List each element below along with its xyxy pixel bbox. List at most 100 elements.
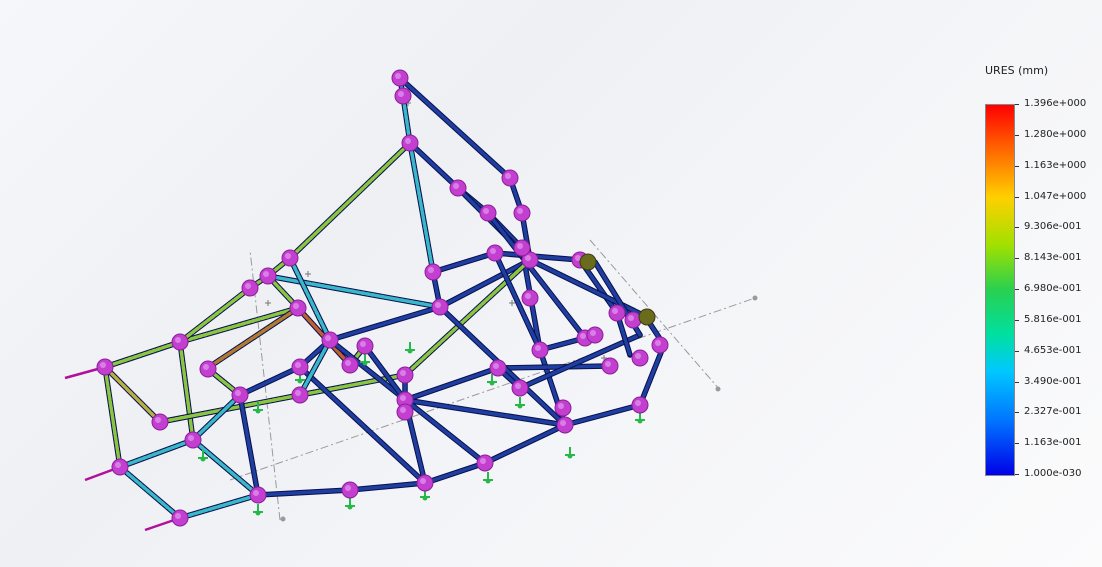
frame-joint-highlight: [420, 478, 426, 484]
frame-member: [518, 333, 642, 390]
frame-joint-highlight: [560, 420, 566, 426]
legend-tick-label: 8.143e-001: [1024, 252, 1082, 264]
frame-joint-highlight: [345, 360, 351, 366]
frame-joint-highlight: [575, 255, 581, 261]
legend-tick: [1015, 474, 1019, 475]
frame-joint-highlight: [295, 362, 301, 368]
frame-joint-highlight: [490, 248, 496, 254]
frame-member: [158, 393, 302, 424]
frame-member: [348, 481, 427, 492]
frame-member: [408, 141, 460, 190]
legend-tick-label: 1.163e+000: [1024, 159, 1087, 171]
axis-endpoint: [752, 295, 758, 301]
frame-joint-highlight: [517, 243, 523, 249]
frame-joint-highlight: [580, 333, 586, 339]
frame-member: [363, 344, 407, 402]
legend-tick: [1015, 196, 1019, 198]
frame-joint-highlight: [505, 173, 511, 179]
frame-member: [178, 340, 195, 442]
fixture-base: [347, 504, 353, 510]
frame-joint-highlight: [517, 208, 523, 214]
frame-joint-highlight: [655, 340, 661, 346]
frame-member: [191, 393, 242, 442]
axis-endpoint: [280, 516, 286, 522]
legend-tick-label: 1.000e-030: [1024, 468, 1082, 479]
frame-joint-highlight: [635, 353, 641, 359]
frame-joint-highlight: [263, 271, 269, 277]
frame-member: [493, 251, 542, 352]
frame-member: [266, 274, 442, 309]
frame-joint-highlight: [175, 337, 181, 343]
frame-joint-highlight: [558, 403, 564, 409]
frame-joint-highlight: [235, 390, 241, 396]
frame-joint-highlight: [400, 370, 406, 376]
frame-member: [638, 343, 666, 407]
frame-joint-highlight: [400, 407, 406, 413]
frame-joint-highlight: [605, 361, 611, 367]
reference-point-marker: [265, 300, 271, 306]
reference-axis-line: [229, 297, 756, 481]
frame-member: [118, 438, 195, 469]
legend-tick-label: 4.653e-001: [1024, 344, 1082, 356]
legend-tick-label: 1.163e-001: [1024, 437, 1082, 449]
frame-joint-highlight: [253, 490, 259, 496]
frame-joint-highlight: [493, 363, 499, 369]
legend-tick-label: 6.980e-001: [1024, 283, 1082, 294]
frame-member: [528, 258, 647, 318]
frame-member: [438, 258, 532, 309]
frame-joints: [96, 69, 669, 527]
frame-joint-highlight: [453, 183, 459, 189]
frame-member: [178, 286, 252, 344]
axis-endpoint: [715, 386, 721, 392]
fixture-base: [200, 456, 206, 462]
legend-tick: [1015, 104, 1019, 105]
reference-point-marker: [509, 300, 515, 306]
frame-member: [178, 493, 260, 520]
frame-joint-highlight: [175, 513, 181, 519]
frame-joint-highlight: [345, 485, 351, 491]
fixture-base: [362, 360, 368, 366]
frame-joint-highlight: [525, 255, 531, 261]
frame-joint-highlight: [628, 315, 634, 321]
frame-joint-highlight: [203, 364, 209, 370]
frame-member: [288, 141, 412, 260]
legend-tick-label: 3.490e-001: [1024, 375, 1082, 387]
frame-member: [191, 438, 260, 497]
frame-member: [298, 338, 332, 397]
hinge-joint: [579, 253, 597, 271]
legend-tick: [1015, 381, 1019, 383]
frame-joint-highlight: [293, 303, 299, 309]
frame-member: [328, 305, 442, 342]
frame-member: [403, 398, 567, 427]
legend-tick-label: 9.306e-001: [1024, 221, 1082, 233]
legend-tick: [1015, 134, 1019, 136]
frame-member: [103, 365, 122, 469]
legend-tick: [1015, 165, 1019, 167]
legend-tick: [1015, 412, 1019, 414]
legend-tick: [1015, 319, 1019, 321]
legend-tick-label: 5.816e-001: [1024, 313, 1082, 325]
frame-joint-highlight: [115, 462, 121, 468]
fixture-base: [485, 478, 491, 484]
frame-member: [178, 306, 300, 344]
frame-member: [486, 211, 587, 340]
frame-member: [256, 488, 352, 497]
fixture-base: [489, 380, 495, 386]
legend-tick-label: 1.047e+000: [1024, 190, 1087, 202]
frame-member: [563, 403, 642, 427]
hinge-joint: [638, 308, 656, 326]
frame-member: [398, 76, 512, 180]
frame-joint-highlight: [483, 208, 489, 214]
fixture-base: [255, 510, 261, 516]
legend-tick: [1015, 289, 1019, 290]
frame-member: [403, 258, 532, 377]
frame-member: [204, 306, 300, 371]
frame-member: [103, 340, 182, 369]
frame-member: [431, 251, 497, 274]
frame-joint-highlight: [360, 341, 366, 347]
reference-point-marker: [305, 271, 311, 277]
frame-joint-highlight: [245, 283, 251, 289]
legend-tick-label: 1.396e+000: [1024, 98, 1087, 109]
